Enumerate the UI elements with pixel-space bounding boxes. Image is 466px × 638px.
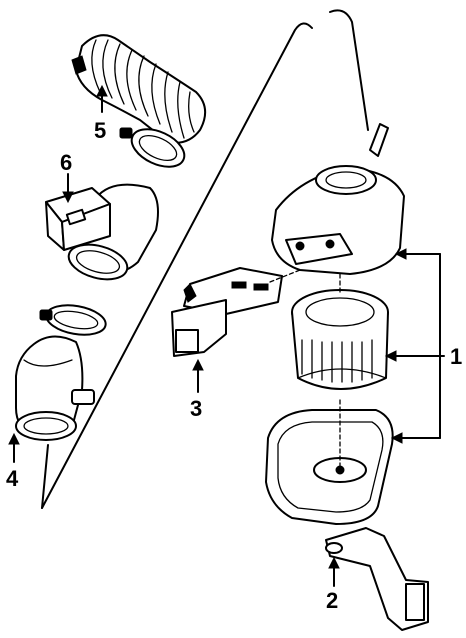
callout-label-6: 6 [60,150,72,175]
callout-4-leader [8,432,20,463]
assembly-guides [269,269,341,467]
callout-2-leader [328,556,340,587]
mounting-bracket-part-2 [325,527,429,631]
callout-label-2: 2 [326,588,338,613]
filter-element-part-1 [291,289,389,390]
callout-5-leader [96,84,108,113]
callout-3-leader [192,358,204,393]
airflow-sensor-part-6 [45,183,159,281]
air-cleaner-cover [271,123,405,275]
air-cleaner-lower-housing [265,409,394,525]
callout-label-4: 4 [6,466,19,491]
callout-6-leader [62,173,74,204]
elbow-hose-part-4 [15,335,95,441]
callout-label-1: 1 [450,344,462,369]
inlet-duct-part-3 [171,267,283,357]
callout-label-3: 3 [190,396,202,421]
hose-clamp [39,304,107,336]
callout-1-leader [384,248,445,444]
callout-label-5: 5 [94,118,106,143]
background-wedge [41,9,369,509]
intake-duct-part-5 [71,34,207,168]
